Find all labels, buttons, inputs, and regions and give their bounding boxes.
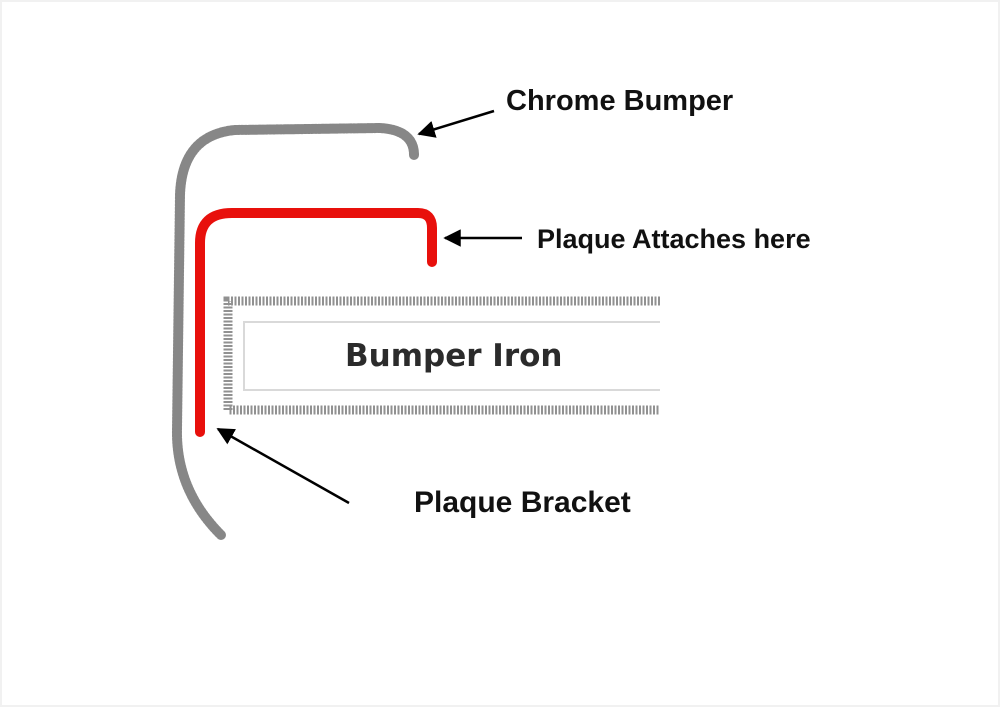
plaque-bracket-arrow	[216, 427, 350, 505]
bumper-iron-inner-line	[243, 321, 660, 391]
plaque-bracket	[195, 208, 437, 437]
bumper-iron-outline	[223, 296, 660, 415]
chrome-bumper-label: Chrome Bumper	[506, 85, 733, 117]
plaque-bracket-label: Plaque Bracket	[414, 486, 631, 519]
chrome-bumper-arrow	[417, 109, 495, 138]
bumper-iron-label: Bumper Iron	[345, 338, 562, 374]
plaque-attaches-label: Plaque Attaches here	[537, 224, 811, 254]
chrome-bumper-outline	[171, 122, 419, 540]
